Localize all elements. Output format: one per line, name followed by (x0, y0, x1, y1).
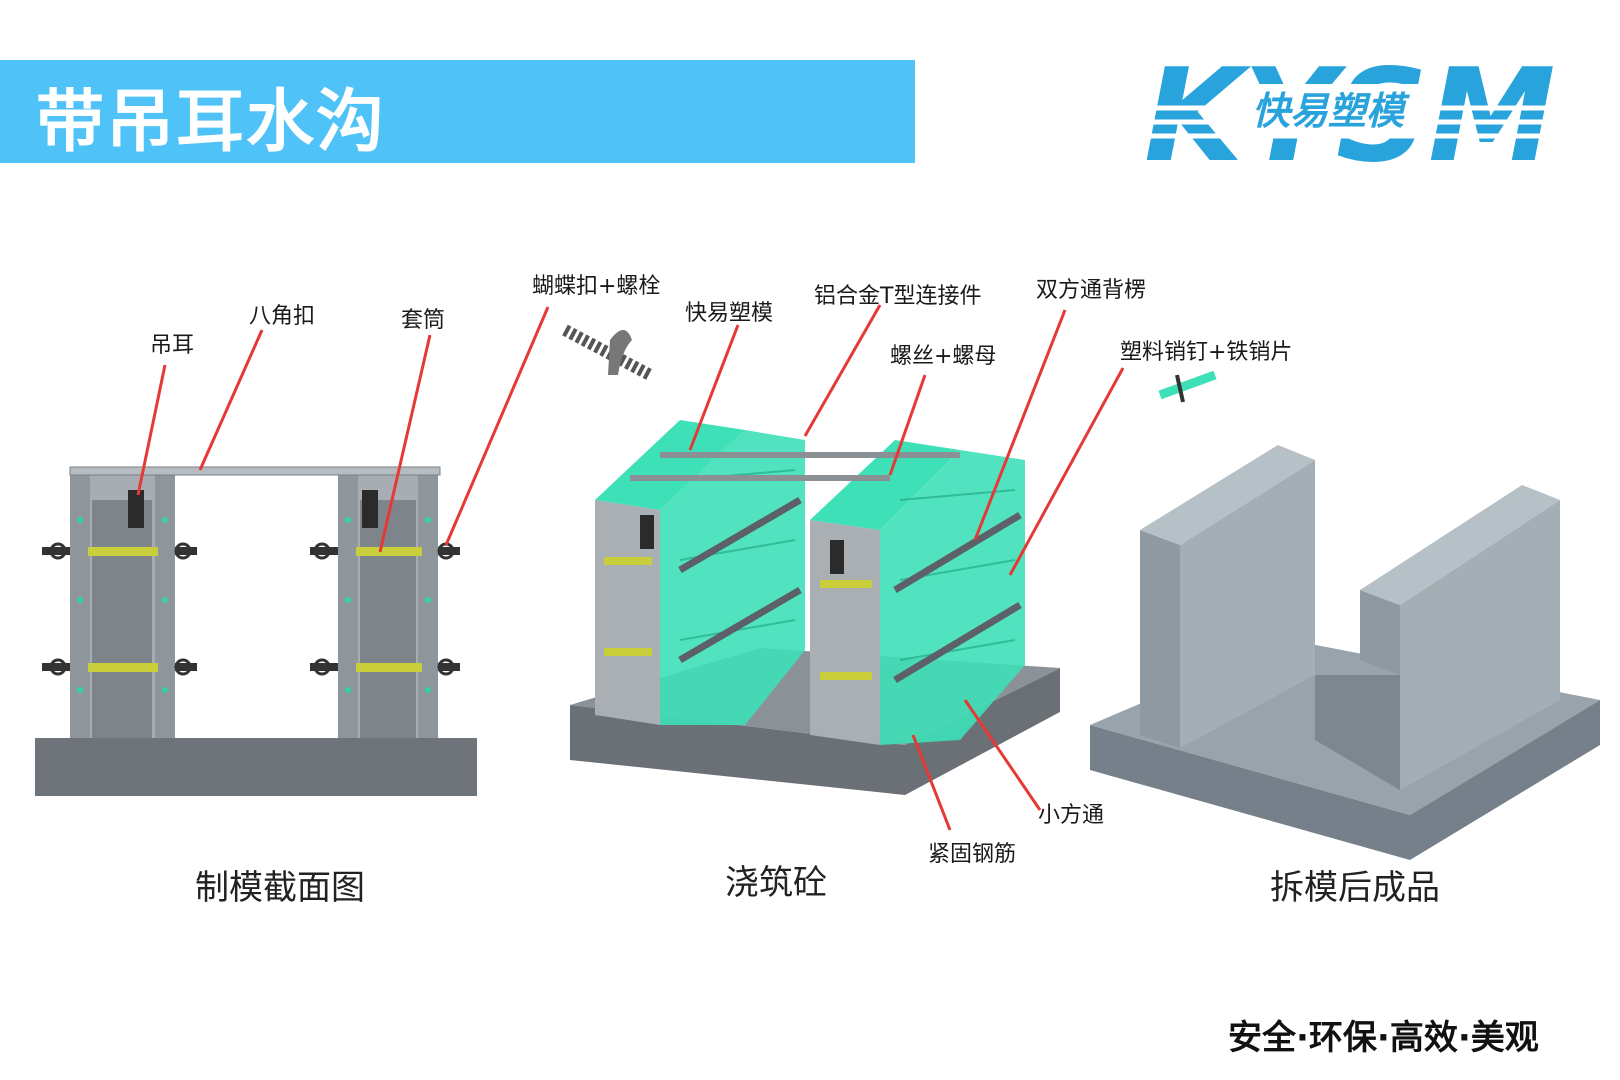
footer-slogan: 安全·环保·高效·美观 (1228, 1018, 1539, 1058)
finished-product-figure (1090, 445, 1600, 860)
leader-lines (136, 304, 1125, 831)
caption-pouring: 浇筑砼 (725, 863, 827, 903)
label-octagon-clip: 八角扣 (249, 304, 316, 329)
formwork-panel-1 (595, 500, 660, 725)
cross-section-figure (35, 466, 477, 796)
caption-cross-section: 制模截面图 (195, 868, 365, 908)
logo-cn-text: 快易塑模 (1252, 89, 1410, 133)
plastic-pin-icon (1158, 370, 1217, 403)
lifting-lug-right (362, 490, 378, 528)
label-plastic-pin: 塑料销钉+铁销片 (1120, 340, 1293, 365)
label-butterfly-clip-bolt: 蝴蝶扣+螺栓 (532, 274, 661, 299)
butterfly-clip-bolt-icon (562, 324, 653, 381)
label-aluminum-t-connector: 铝合金T型连接件 (814, 284, 982, 309)
lifting-lug-left (128, 490, 144, 528)
label-double-square-waler: 双方通背楞 (1036, 278, 1147, 303)
pouring-figure (562, 324, 1217, 795)
label-lifting-lug: 吊耳 (150, 333, 195, 358)
kysm-logo: KYSM 快易塑模 (1140, 50, 1580, 180)
cross-section-base (35, 738, 477, 796)
caption-finished-product: 拆模后成品 (1270, 868, 1440, 908)
page-title: 带吊耳水沟 (36, 83, 387, 162)
label-screw-nut: 螺丝+螺母 (890, 344, 997, 369)
label-fastening-rebar: 紧固钢筋 (928, 842, 1017, 867)
title-banner (0, 60, 915, 163)
formwork-panel-2 (810, 520, 880, 745)
label-small-square-tube: 小方通 (1038, 803, 1105, 828)
label-sleeve: 套筒 (401, 308, 446, 333)
label-kuaiyi-formwork: 快易塑模 (685, 301, 774, 326)
